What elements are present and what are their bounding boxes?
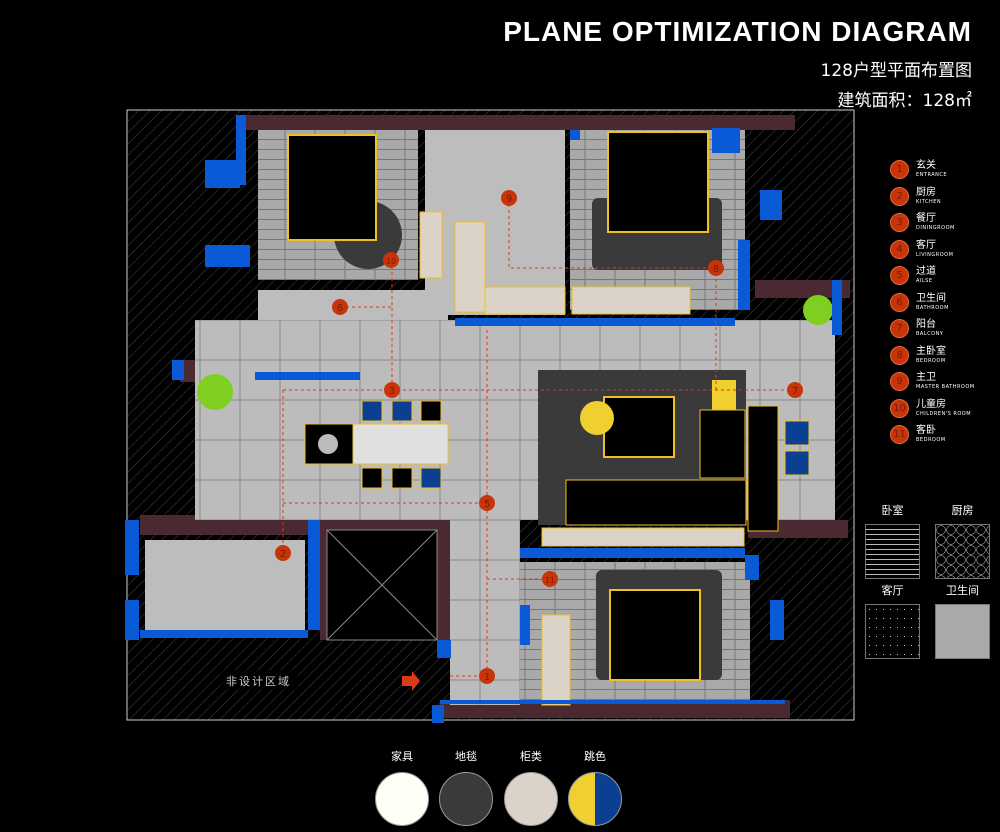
legend-en: KITCHEN [916,198,942,205]
marker-9: 9 [501,190,517,206]
legend-cn: 客厅 [916,239,936,251]
material-bedroom: 卧室 [865,502,920,579]
legend-number: 10 [890,398,909,418]
room-markers: 1 2 3 5 6 7 8 9 10 11 [275,190,803,684]
legend-en: BEDROOM [916,357,946,364]
swatch-carpet: 地毯 [438,748,494,826]
marker-11: 11 [542,571,558,587]
legend-number: 4 [890,239,909,259]
marker-1: 1 [479,668,495,684]
legend-number: 5 [890,266,909,285]
legend-cn: 卫生间 [916,292,946,304]
marker-10: 10 [383,252,399,268]
master-bathroom-floor [425,130,565,315]
legend-number: 1 [890,160,909,179]
legend-number: 8 [890,345,909,365]
legend-cn: 客卧 [916,425,936,436]
marker-3: 3 [384,382,400,398]
swatch-cabinet: 柜类 [503,748,559,826]
diagram-subtitle: 128户型平面布置图 [820,61,972,81]
building-area: 建筑面积：128㎡ [837,91,972,111]
legend-en: ENTRANCE [916,172,948,178]
svg-text:8: 8 [713,264,719,275]
bed [609,589,701,681]
legend-en: CHILDREN'S ROOM [916,410,972,417]
bed [287,134,377,241]
material-label: 卫生间 [946,584,979,597]
marker-7: 7 [787,382,803,398]
svg-text:3: 3 [389,386,395,397]
legend-en: LIVINGROOM [916,251,954,258]
entrance-arrow-icon [402,671,420,691]
blue-walls [125,115,842,723]
legend-en: BALCONY [916,331,944,337]
legend-cn: 主卧室 [916,345,946,357]
svg-text:10: 10 [386,257,396,266]
swatch-label: 地毯 [455,750,477,763]
room-legend: (function(){const d=JSON.parse(document.… [890,160,975,452]
legend-cn: 玄关 [916,160,936,171]
legend-cn: 阳台 [916,319,936,330]
legend-number: 2 [890,186,909,206]
svg-text:5: 5 [484,499,490,510]
marker-5: 5 [479,495,495,511]
legend-number: 6 [890,292,909,312]
material-living: 客厅 [865,582,920,659]
legend-en: AILSE [916,278,933,284]
svg-text:7: 7 [792,386,798,397]
legend-en: MASTER BATHROOM [916,384,975,390]
svg-text:1: 1 [484,672,490,683]
marker-2: 2 [275,545,291,561]
legend-en: BEDROOM [916,437,946,443]
bed [607,131,709,233]
plant-icon [197,374,233,410]
material-bathroom: 卫生间 [935,582,990,659]
legend-en: BATHROOM [916,304,949,311]
legend-number: 9 [890,372,909,391]
legend-en: DININGROOM [916,225,955,231]
swatch-furniture: 家具 [374,748,430,826]
swatch-label: 柜类 [520,750,542,763]
diagram-title: PLANE OPTIMIZATION DIAGRAM [503,16,972,47]
legend-cn: 厨房 [916,186,936,198]
legend-number: 11 [890,425,909,444]
svg-text:6: 6 [337,303,343,314]
legend-cn: 主卫 [916,372,936,383]
svg-text:9: 9 [506,194,512,205]
material-label: 卧室 [881,504,904,517]
swatch-accent: 跳色 [567,748,623,826]
legend-cn: 餐厅 [916,213,936,224]
svg-text:11: 11 [545,576,555,585]
material-label: 厨房 [951,504,974,517]
legend-cn: 过道 [916,266,936,277]
material-label: 客厅 [881,584,904,597]
legend-number: 3 [890,213,909,232]
swatch-label: 跳色 [584,750,606,763]
marker-6: 6 [332,299,348,315]
svg-text:2: 2 [280,549,286,560]
plant-icon [803,295,833,325]
marker-8: 8 [708,260,724,276]
material-kitchen: 厨房 [935,502,990,579]
legend-number: 7 [890,319,909,338]
swatch-label: 家具 [391,750,413,763]
legend-cn: 儿童房 [916,398,946,410]
non-design-area-label: 非设计区域 [226,675,291,688]
